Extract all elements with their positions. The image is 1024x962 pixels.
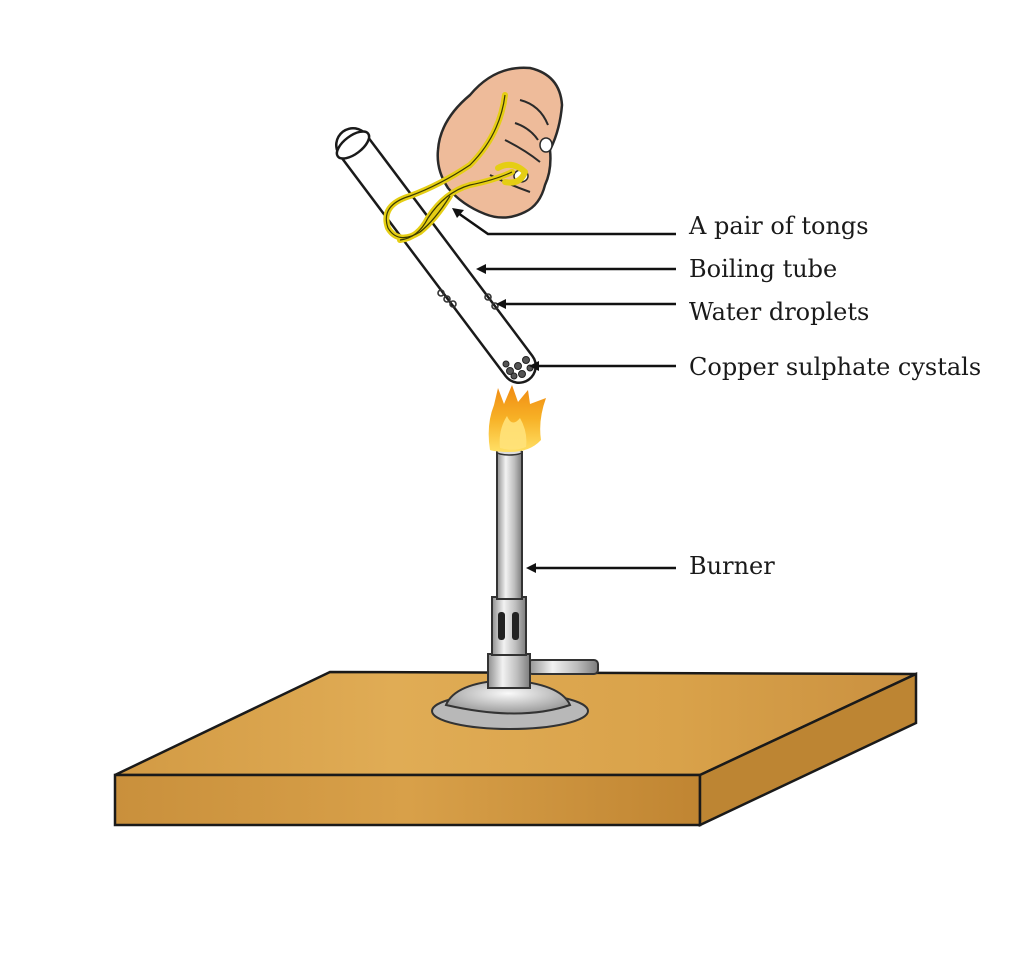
tube-mouth: [335, 130, 371, 160]
leader-droplets: [496, 299, 676, 309]
label-droplets: Water droplets: [689, 298, 869, 326]
leader-tongs: [452, 208, 676, 236]
burner-barrel: [496, 451, 523, 600]
hand-icon: [436, 66, 564, 219]
copper-sulphate-crystals: [502, 356, 534, 380]
label-tube: Boiling tube: [689, 255, 837, 283]
air-hole-right: [512, 612, 519, 640]
burner-base: [444, 678, 572, 715]
label-crystals: Copper sulphate cystals: [689, 353, 981, 381]
flame-inner: [499, 416, 527, 450]
boiling-tube-icon: [335, 127, 537, 384]
label-tongs: A pair of tongs: [688, 212, 869, 240]
table-front: [113, 773, 702, 827]
leader-crystals: [529, 361, 676, 371]
labels: A pair of tongs Boiling tube Water dropl…: [688, 212, 981, 580]
water-droplets: [437, 289, 499, 310]
leader-tube: [476, 264, 676, 274]
bunsen-burner-icon: [431, 448, 599, 730]
burner-air-regulator: [491, 596, 527, 656]
air-hole-left: [498, 612, 505, 640]
label-burner: Burner: [689, 552, 775, 580]
burner-gas-inlet: [527, 659, 599, 675]
hand-fingers: [489, 99, 549, 193]
flame-icon: [488, 385, 546, 452]
leader-burner: [526, 563, 676, 573]
tongs-outline: [385, 94, 513, 241]
leader-lines: [452, 208, 676, 573]
tube-glass: [337, 129, 535, 382]
fingernail: [539, 137, 553, 153]
table-side: [698, 672, 918, 827]
tongs-hinge: [495, 161, 528, 186]
burner-collar: [487, 653, 531, 689]
